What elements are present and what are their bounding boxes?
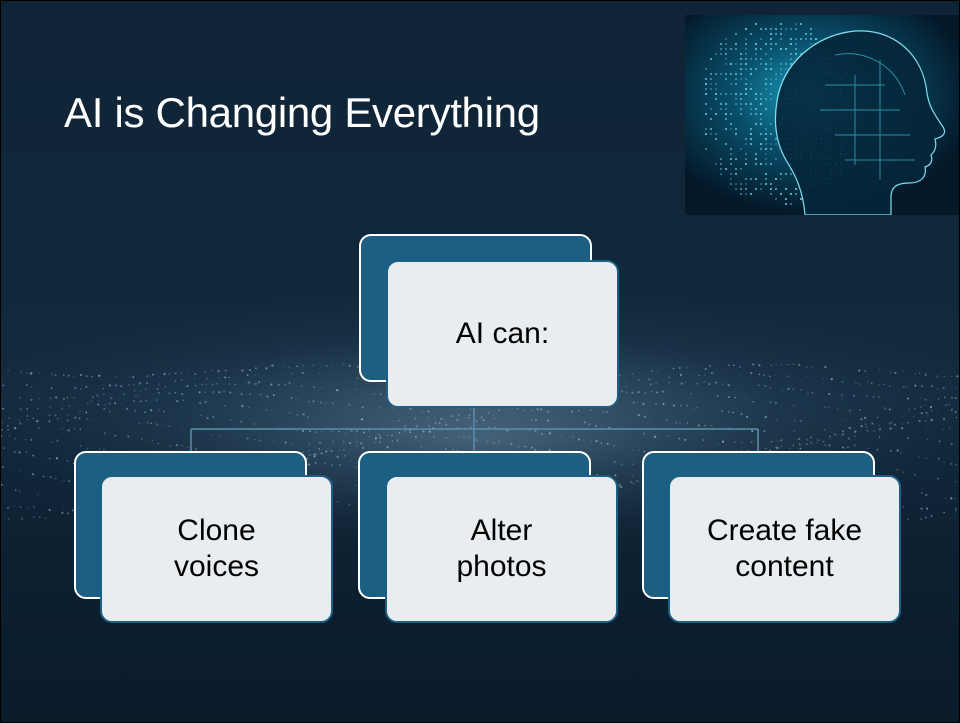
root-node-label: AI can:: [455, 317, 550, 350]
child-node-label-line: Create fake: [706, 514, 863, 547]
child-node-label-line: photos: [456, 550, 547, 583]
root-node: AI can:: [386, 260, 619, 408]
child-node-create-fake-content: Create fake content: [668, 475, 901, 623]
child-node-label-line: Clone: [177, 514, 256, 547]
slide-title: AI is Changing Everything: [64, 89, 540, 136]
child-node-clone-voices: Clone voices: [100, 475, 333, 623]
child-node-alter-photos: Alter photos: [385, 475, 618, 623]
child-node-label-line: voices: [173, 550, 260, 583]
child-node-label-line: content: [735, 550, 834, 583]
child-node-label-line: Alter: [470, 514, 533, 547]
ai-head-image: [685, 15, 959, 215]
